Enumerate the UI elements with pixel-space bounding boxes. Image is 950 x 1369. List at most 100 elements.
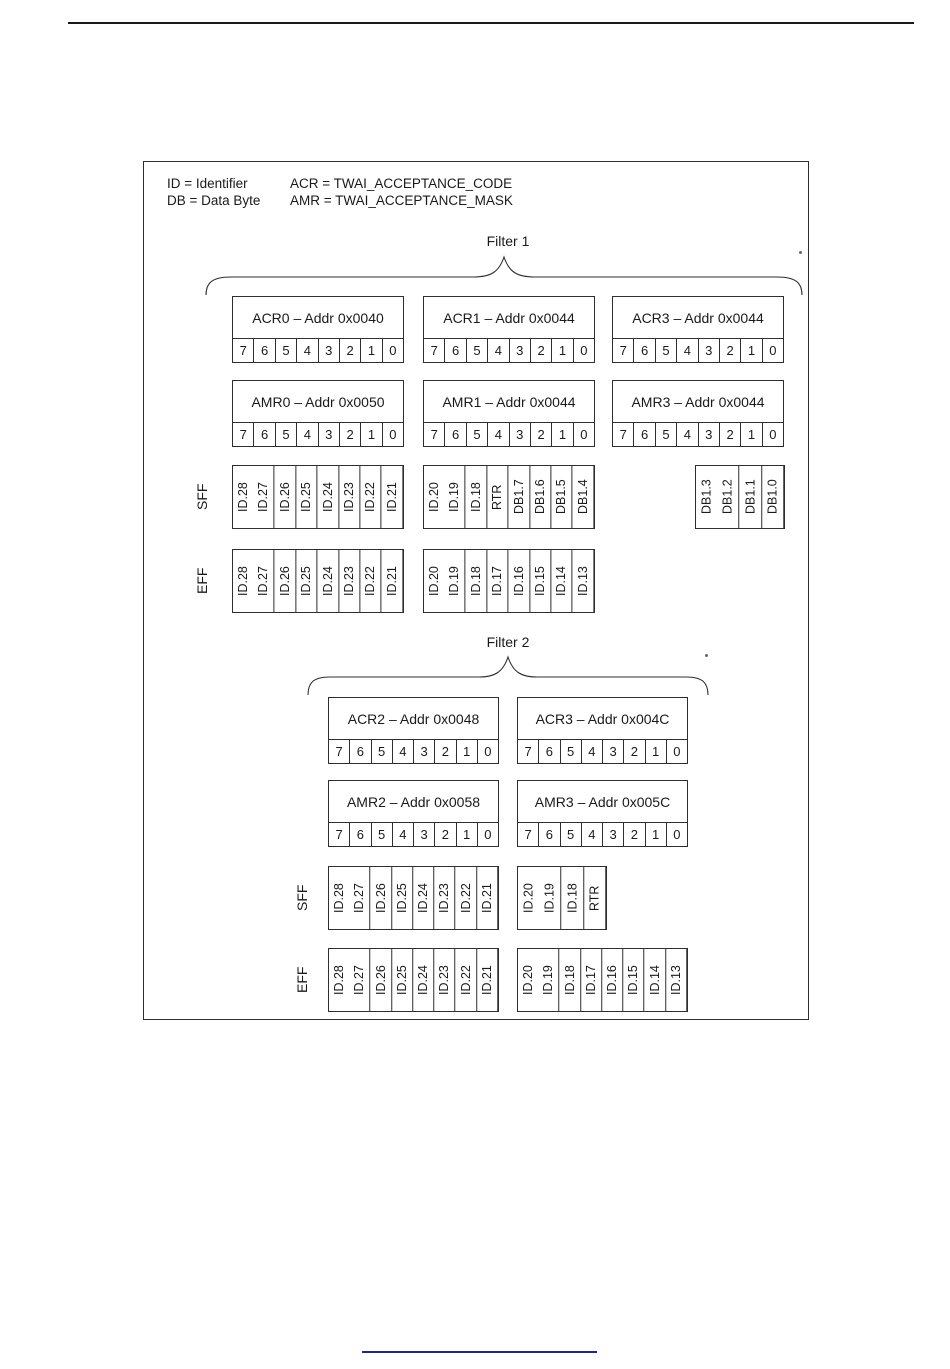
bit-number: 1 [644,740,666,763]
bit-number: 6 [253,339,274,362]
register-title: ACR3 – Addr 0x0044 [613,297,783,339]
field-cell: ID.17 [487,550,509,612]
bit-number: 0 [665,740,687,763]
field-cell: ID.13 [665,949,687,1011]
bit-number: 7 [524,744,532,759]
bit-number: 0 [476,823,498,846]
bit-number: 3 [413,823,434,846]
eff-row-label: EFF [294,966,310,994]
bit-number: 3 [317,423,339,446]
stray-mark [799,251,802,254]
bit-number: 6 [538,823,559,846]
bit-number: 5 [370,823,392,846]
field-cell: DB1.0 [761,466,784,528]
bit-number: 1 [360,423,381,446]
field-cell: ID.27 [253,550,275,612]
field-cell: ID.16 [602,949,624,1011]
field-cell: ID.28 [332,883,347,913]
field-cell: ID.18 [561,867,584,929]
bit-number: 5 [559,823,581,846]
field-cell: ID.24 [413,867,435,929]
field-cell: ID.28 [236,566,251,596]
field-cell: ID.22 [360,466,382,528]
bit-number: 4 [676,423,697,446]
legend-abbreviations-left: ID = Identifier DB = Data Byte [167,176,261,208]
field-cell: ID.20 [521,883,536,913]
bit-number: 5 [274,339,296,362]
field-cell: ID.28 [236,482,251,512]
stray-mark [705,654,708,657]
bit-number: 3 [602,823,623,846]
field-cell: ID.28 [332,965,347,995]
bit-number: 2 [529,423,551,446]
bit-number: 4 [676,339,697,362]
bit-number: 1 [644,823,666,846]
field-cell: DB1.1 [739,466,762,528]
bit-number: 6 [444,339,465,362]
field-cell: ID.27 [349,867,371,929]
field-cell: DB1.4 [572,466,594,528]
eff-row-label: EFF [194,567,210,595]
field-cell: ID.27 [253,466,275,528]
field-cell: ID.23 [434,867,456,929]
field-cell: ID.26 [274,466,297,528]
field-cell: ID.23 [338,466,361,528]
field-cell: ID.22 [455,867,477,929]
bit-number: 2 [338,339,360,362]
bit-number: 0 [572,339,594,362]
field-cell: ID.17 [580,949,602,1011]
legend-abbreviations-right: ACR = TWAI_ACCEPTANCE_CODE AMR = TWAI_AC… [290,176,513,208]
field-cell: ID.19 [444,550,466,612]
bit-number: 5 [654,423,676,446]
sff-row-label: SFF [194,483,210,511]
register-title: ACR0 – Addr 0x0040 [233,297,403,339]
bit-number: 1 [360,339,381,362]
field-cell: DB1.3 [699,479,714,515]
bit-number: 2 [434,823,455,846]
bit-number: 2 [529,339,551,362]
field-cell: ID.18 [465,466,488,528]
bit-number: 6 [444,423,465,446]
field-cell: RTR [487,466,509,528]
bit-number: 7 [239,343,247,358]
field-cell: ID.22 [360,550,382,612]
register-title: ACR3 – Addr 0x004C [518,698,687,740]
bit-number: 4 [580,740,602,763]
bit-number: 3 [413,740,434,763]
field-cell: ID.14 [644,949,666,1011]
bit-number: 2 [718,423,740,446]
field-cell: ID.26 [370,949,392,1011]
register-title: AMR1 – Addr 0x0044 [424,381,594,423]
bit-number: 7 [239,427,247,442]
bit-number: 3 [697,339,719,362]
bit-number: 5 [465,339,487,362]
register-title: ACR1 – Addr 0x0044 [424,297,594,339]
footer-rule [362,1351,597,1353]
filter2-brace [307,655,709,696]
field-cell: ID.24 [413,949,435,1011]
field-cell: ID.19 [444,466,466,528]
bit-number: 2 [718,339,740,362]
field-cell: ID.21 [476,867,498,929]
bit-number: 6 [633,339,654,362]
bit-number: 7 [619,427,627,442]
register-title: AMR3 – Addr 0x005C [518,781,687,823]
bit-number: 3 [317,339,339,362]
field-cell: ID.26 [370,867,392,929]
bit-number: 2 [623,740,644,763]
